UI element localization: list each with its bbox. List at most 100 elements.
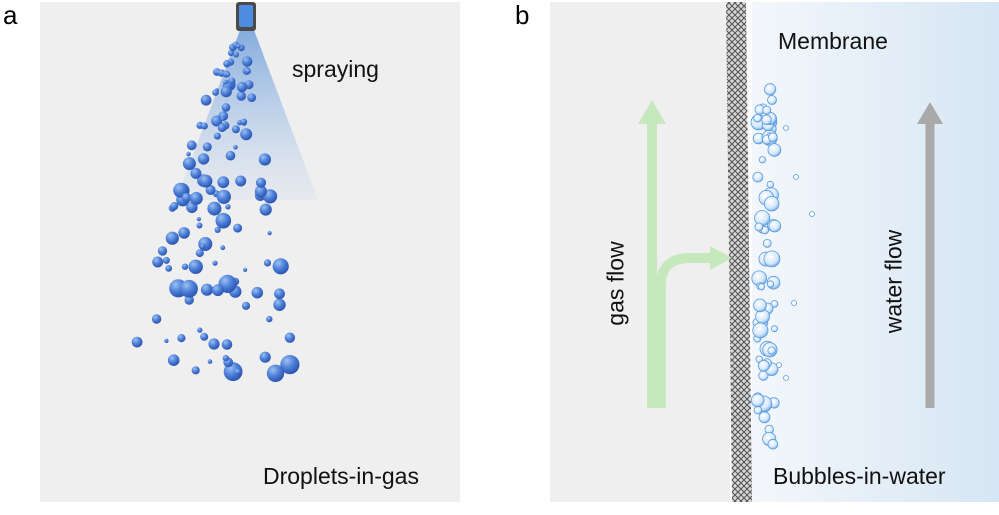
droplet bbox=[217, 176, 230, 189]
droplet bbox=[205, 185, 216, 195]
droplet bbox=[186, 140, 197, 151]
droplet bbox=[212, 260, 218, 266]
droplet bbox=[267, 231, 272, 236]
droplet bbox=[225, 72, 231, 77]
panel-b-water-background bbox=[752, 2, 999, 502]
droplet bbox=[189, 191, 203, 205]
droplet bbox=[181, 192, 192, 203]
droplet bbox=[200, 94, 212, 106]
panel-a-letter: a bbox=[3, 0, 18, 30]
bubble bbox=[762, 238, 772, 248]
droplet bbox=[220, 245, 226, 251]
droplet bbox=[233, 144, 238, 150]
droplet bbox=[167, 354, 180, 367]
bubble bbox=[752, 322, 769, 339]
droplet bbox=[152, 256, 164, 268]
droplet bbox=[236, 91, 246, 101]
droplets-in-gas-caption: Droplets-in-gas bbox=[263, 463, 419, 489]
droplet bbox=[273, 298, 286, 311]
water-flow-arrow bbox=[917, 102, 943, 408]
droplet bbox=[231, 125, 240, 134]
droplet bbox=[223, 79, 229, 85]
droplet bbox=[242, 56, 253, 67]
bubble bbox=[758, 411, 771, 424]
droplet bbox=[258, 153, 271, 166]
bubble bbox=[753, 406, 763, 415]
bubble bbox=[754, 222, 764, 232]
droplet bbox=[221, 103, 231, 112]
droplet bbox=[180, 279, 198, 298]
droplet bbox=[164, 338, 169, 343]
droplet bbox=[240, 118, 248, 126]
spraying-label: spraying bbox=[292, 56, 379, 82]
droplet bbox=[198, 237, 213, 251]
spray-cone bbox=[176, 30, 318, 200]
bubble bbox=[767, 95, 777, 105]
droplet bbox=[280, 355, 300, 375]
droplet bbox=[177, 334, 186, 343]
droplet bbox=[151, 314, 162, 324]
droplet bbox=[196, 217, 201, 222]
droplet bbox=[162, 256, 170, 264]
droplet bbox=[220, 116, 225, 121]
detached-bubble bbox=[809, 211, 815, 217]
bubble bbox=[752, 171, 764, 183]
droplet bbox=[188, 259, 203, 274]
droplet bbox=[251, 286, 264, 299]
droplet bbox=[259, 351, 271, 363]
droplet bbox=[274, 288, 285, 300]
droplet bbox=[190, 167, 202, 179]
droplet bbox=[212, 284, 224, 297]
droplet bbox=[236, 81, 248, 93]
gas-flow-label: gas flow bbox=[602, 241, 629, 326]
droplet bbox=[217, 123, 227, 132]
bubble bbox=[763, 250, 781, 268]
droplet bbox=[200, 122, 208, 130]
droplet bbox=[165, 265, 173, 272]
detached-bubble bbox=[783, 375, 789, 381]
bubble bbox=[757, 359, 770, 372]
detached-bubble bbox=[791, 300, 797, 306]
bubble bbox=[763, 83, 777, 96]
droplet bbox=[263, 259, 272, 267]
droplet bbox=[225, 150, 236, 161]
droplet bbox=[195, 249, 204, 258]
droplet bbox=[186, 151, 191, 157]
droplet bbox=[165, 231, 179, 245]
droplet-cloud bbox=[131, 41, 300, 382]
bubble bbox=[767, 132, 778, 143]
bubble bbox=[766, 280, 775, 288]
droplet bbox=[243, 267, 248, 272]
droplet bbox=[191, 366, 200, 375]
bubble bbox=[762, 105, 772, 115]
droplet bbox=[240, 128, 253, 141]
droplet bbox=[223, 60, 231, 68]
droplet bbox=[254, 185, 267, 198]
water-flow-label: water flow bbox=[880, 229, 907, 334]
bubble bbox=[768, 219, 782, 233]
bubble bbox=[767, 143, 782, 157]
droplet bbox=[200, 243, 206, 249]
droplet bbox=[197, 327, 203, 333]
gas-flow-arrow bbox=[638, 100, 666, 408]
bubble bbox=[764, 195, 780, 212]
droplet bbox=[181, 263, 189, 270]
droplet bbox=[214, 226, 221, 233]
bubbles-in-water-caption: Bubbles-in-water bbox=[773, 463, 946, 489]
membrane-label: Membrane bbox=[778, 28, 888, 54]
droplet bbox=[227, 49, 235, 57]
bubble bbox=[771, 325, 778, 333]
panel-b-letter: b bbox=[515, 0, 530, 30]
droplet bbox=[235, 175, 247, 187]
droplet bbox=[196, 222, 203, 229]
bubble bbox=[766, 180, 774, 189]
bubble bbox=[750, 393, 765, 408]
bubble bbox=[758, 156, 767, 164]
droplet bbox=[215, 212, 232, 229]
droplet bbox=[233, 223, 243, 233]
bubble-column bbox=[750, 83, 815, 450]
detached-bubble bbox=[776, 362, 782, 368]
droplet bbox=[234, 368, 242, 376]
droplet bbox=[236, 43, 241, 49]
